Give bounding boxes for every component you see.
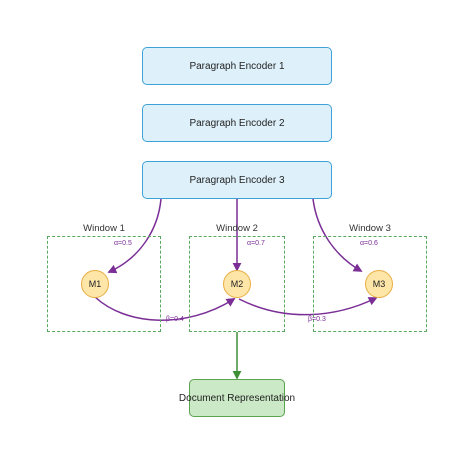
memory-node-m3-label: M3: [372, 279, 386, 289]
beta-label-m1-m2: β=0.4: [166, 316, 184, 323]
alpha-label-window-1: α=0.5: [114, 240, 132, 247]
alpha-label-window-2: α=0.7: [247, 240, 265, 247]
window-2-title: Window 2: [216, 223, 258, 234]
paragraph-encoder-2: Paragraph Encoder 2: [142, 104, 332, 142]
window-3: [313, 236, 427, 332]
edge-m2-to-m3: [238, 297, 378, 316]
paragraph-encoder-1-label: Paragraph Encoder 1: [189, 60, 285, 72]
memory-node-m2-label: M2: [230, 279, 244, 289]
alpha-label-window-3: α=0.6: [360, 240, 378, 247]
edge-m1-to-m2: [94, 296, 236, 321]
window-1-title: Window 1: [83, 223, 125, 234]
paragraph-encoder-1: Paragraph Encoder 1: [142, 47, 332, 85]
beta-label-m2-m3: β=0.3: [308, 316, 326, 323]
window-3-title: Window 3: [349, 223, 391, 234]
window-1: [47, 236, 161, 332]
memory-node-m1: M1: [81, 270, 109, 298]
memory-node-m1-label: M1: [88, 279, 102, 289]
memory-node-m3: M3: [365, 270, 393, 298]
memory-node-m2: M2: [223, 270, 251, 298]
document-representation: Document Representation: [179, 379, 295, 417]
paragraph-encoder-3: Paragraph Encoder 3: [142, 161, 332, 199]
edge-encoder3-to-m3: [312, 198, 363, 272]
window-2: [189, 236, 285, 332]
paragraph-encoder-3-label: Paragraph Encoder 3: [189, 174, 285, 186]
document-representation-label: Document Representation: [178, 392, 296, 404]
paragraph-encoder-2-label: Paragraph Encoder 2: [189, 117, 285, 129]
edge-encoder3-to-m1: [107, 198, 162, 274]
